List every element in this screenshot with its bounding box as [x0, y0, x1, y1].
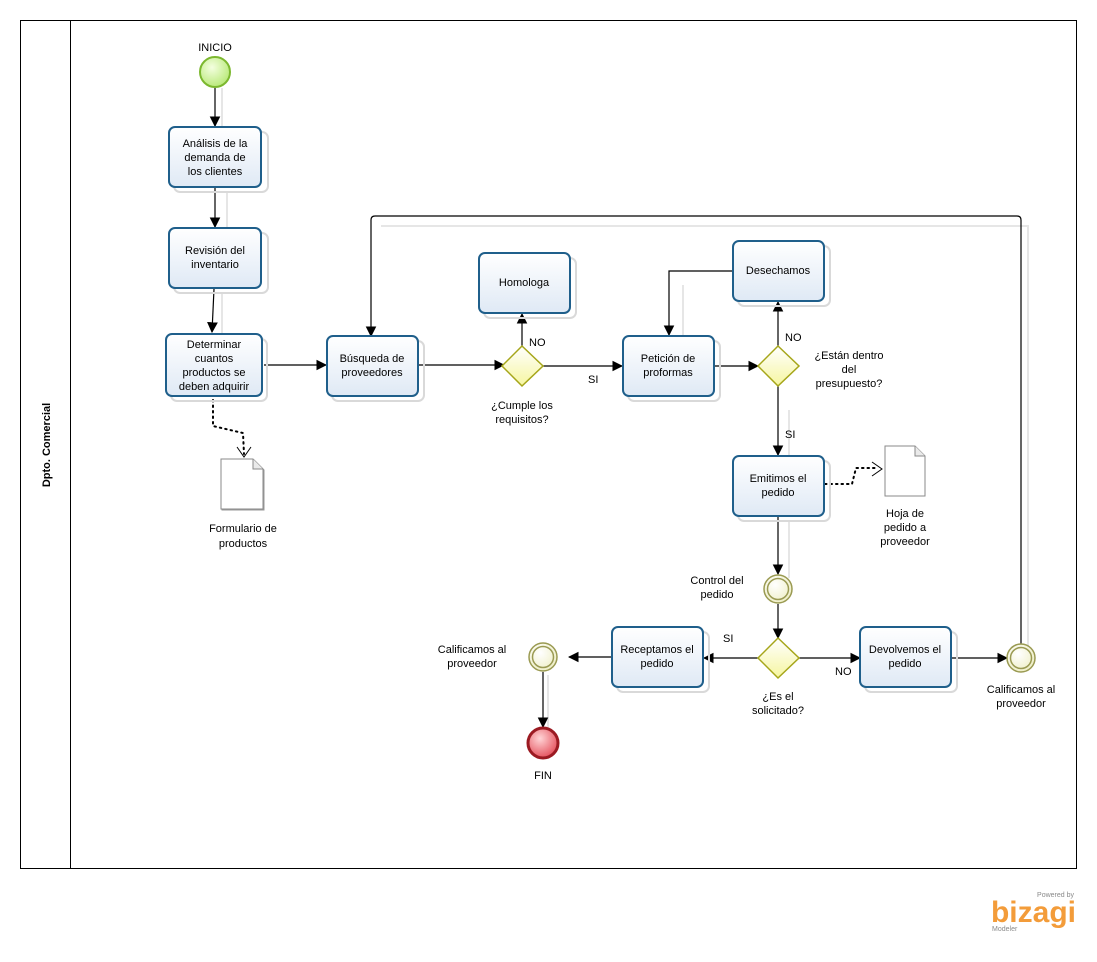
task-devolvemos-line-1: Devolvemos el: [869, 644, 941, 656]
intermediate-event-calificamos-left[interactable]: Calificamos al proveedor: [438, 642, 558, 672]
gateway-presupuesto-label-3: presupuesto?: [816, 378, 883, 390]
bizagi-logo: Powered by bizagi Modeler: [991, 892, 1076, 933]
control-label-2: pedido: [700, 589, 733, 601]
solicitado-no-label: NO: [835, 666, 852, 678]
task-busqueda-line-2: proveedores: [341, 367, 403, 379]
gateway-requisitos[interactable]: ¿Cumple los requisitos?: [491, 344, 553, 426]
gateway-requisitos-label-1: ¿Cumple los: [491, 400, 553, 412]
task-determinar-line-2: cuantos: [195, 353, 234, 365]
task-devolvemos[interactable]: Devolvemos el pedido: [859, 626, 958, 693]
gateway-solicitado-label-2: solicitado?: [752, 705, 804, 717]
hoja-label-1: Hoja de: [886, 508, 924, 520]
control-label-1: Control del: [690, 575, 743, 587]
gateway-solicitado[interactable]: ¿Es el solicitado?: [752, 636, 804, 717]
task-desechamos-line-1: Desechamos: [746, 265, 811, 277]
start-event-label: INICIO: [198, 42, 232, 54]
solicitado-si-label: SI: [723, 633, 733, 645]
flow-labels: NO SI NO SI SI NO: [529, 332, 852, 678]
gateway-presupuesto-label-2: del: [842, 364, 857, 376]
data-object-hoja[interactable]: Hoja de pedido a proveedor: [880, 445, 930, 548]
presupuesto-si-label: SI: [785, 429, 795, 441]
task-emitimos-line-1: Emitimos el: [750, 473, 807, 485]
task-homologa[interactable]: Homologa: [478, 252, 577, 319]
task-analisis-line-1: Análisis de la: [183, 138, 249, 150]
task-analisis[interactable]: Análisis de la demanda de los clientes: [168, 126, 269, 193]
hoja-label-2: pedido a: [884, 522, 927, 534]
task-busqueda-line-1: Búsqueda de: [340, 353, 405, 365]
task-revision-line-1: Revisión del: [185, 245, 245, 257]
calificamos-left-label-2: proveedor: [447, 658, 497, 670]
associations: [212, 399, 883, 485]
intermediate-event-calificamos-right[interactable]: Calificamos al proveedor: [987, 643, 1055, 710]
sequence-flows: [207, 88, 1029, 732]
bizagi-wordmark: bizagi: [991, 896, 1076, 929]
end-event[interactable]: FIN: [526, 726, 560, 782]
powered-by-text: Powered by: [1037, 892, 1074, 899]
calificamos-right-label-2: proveedor: [996, 698, 1046, 710]
formulario-label-1: Formulario de: [209, 523, 277, 535]
task-receptamos[interactable]: Receptamos el pedido: [611, 626, 710, 693]
gateway-presupuesto[interactable]: ¿Están dentro del presupuesto?: [756, 344, 884, 390]
gateway-requisitos-label-2: requisitos?: [495, 414, 548, 426]
task-peticion-line-1: Petición de: [641, 353, 695, 365]
requisitos-no-label: NO: [529, 337, 546, 349]
task-analisis-line-3: los clientes: [188, 166, 243, 178]
task-analisis-line-2: demanda de: [184, 152, 245, 164]
modeler-text: Modeler: [992, 926, 1018, 933]
task-determinar[interactable]: Determinar cuantos productos se deben ad…: [165, 333, 268, 402]
hoja-label-3: proveedor: [880, 536, 930, 548]
formulario-label-2: productos: [219, 538, 268, 550]
task-devolvemos-line-2: pedido: [888, 658, 921, 670]
task-determinar-line-1: Determinar: [187, 339, 242, 351]
task-determinar-line-4: deben adquirir: [179, 381, 250, 393]
task-busqueda[interactable]: Búsqueda de proveedores: [326, 335, 425, 402]
task-receptamos-line-1: Receptamos el: [620, 644, 693, 656]
calificamos-left-label-1: Calificamos al: [438, 644, 506, 656]
calificamos-right-label-1: Calificamos al: [987, 684, 1055, 696]
pool: Dpto. Comercial: [20, 20, 1077, 869]
task-emitimos-line-2: pedido: [761, 487, 794, 499]
data-object-formulario[interactable]: Formulario de productos: [209, 458, 277, 550]
task-desechamos[interactable]: Desechamos: [732, 240, 831, 307]
intermediate-event-control[interactable]: Control del pedido: [690, 574, 793, 604]
task-revision[interactable]: Revisión del inventario: [168, 227, 269, 294]
task-determinar-line-3: productos se: [183, 367, 246, 379]
task-peticion-line-2: proformas: [643, 367, 693, 379]
task-receptamos-line-2: pedido: [640, 658, 673, 670]
requisitos-si-label: SI: [588, 374, 598, 386]
gateway-presupuesto-label-1: ¿Están dentro: [814, 350, 883, 362]
presupuesto-no-label: NO: [785, 332, 802, 344]
lane-label: Dpto. Comercial: [41, 403, 53, 487]
task-emitimos[interactable]: Emitimos el pedido: [732, 455, 831, 522]
task-peticion[interactable]: Petición de proformas: [622, 335, 721, 402]
start-event[interactable]: INICIO: [198, 42, 232, 88]
end-event-label: FIN: [534, 770, 552, 782]
task-homologa-line-1: Homologa: [499, 277, 550, 289]
task-revision-line-2: inventario: [191, 259, 239, 271]
gateway-solicitado-label-1: ¿Es el: [762, 691, 793, 703]
